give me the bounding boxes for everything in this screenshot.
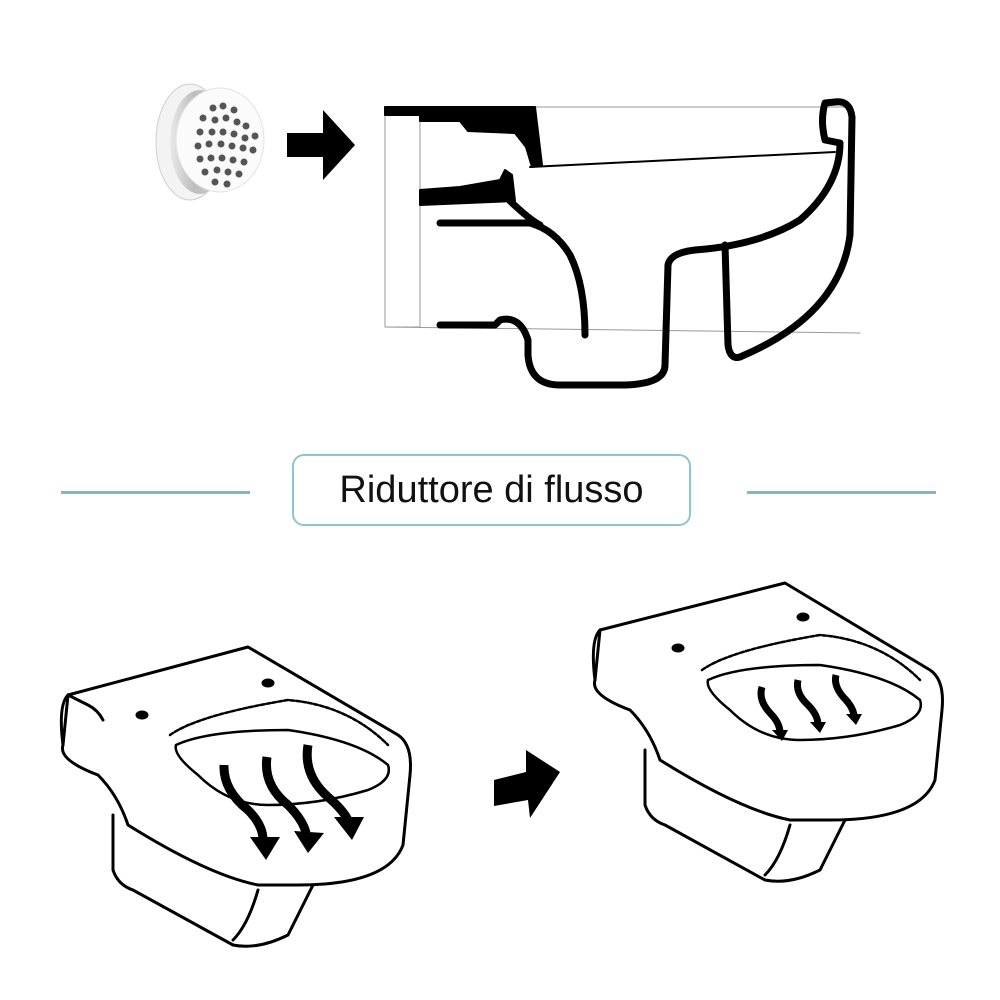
toilet-after-diagram <box>590 575 950 885</box>
divider-right <box>747 491 936 494</box>
title-label: Riduttore di flusso <box>339 468 644 511</box>
flow-reducer-icon <box>145 80 270 205</box>
divider-left <box>61 491 250 494</box>
toilet-before-diagram <box>58 645 418 955</box>
arrow-right-icon <box>287 110 357 180</box>
arrow-right-icon <box>494 750 564 820</box>
toilet-cross-section-diagram <box>380 95 870 390</box>
title-label-box: Riduttore di flusso <box>292 454 691 526</box>
